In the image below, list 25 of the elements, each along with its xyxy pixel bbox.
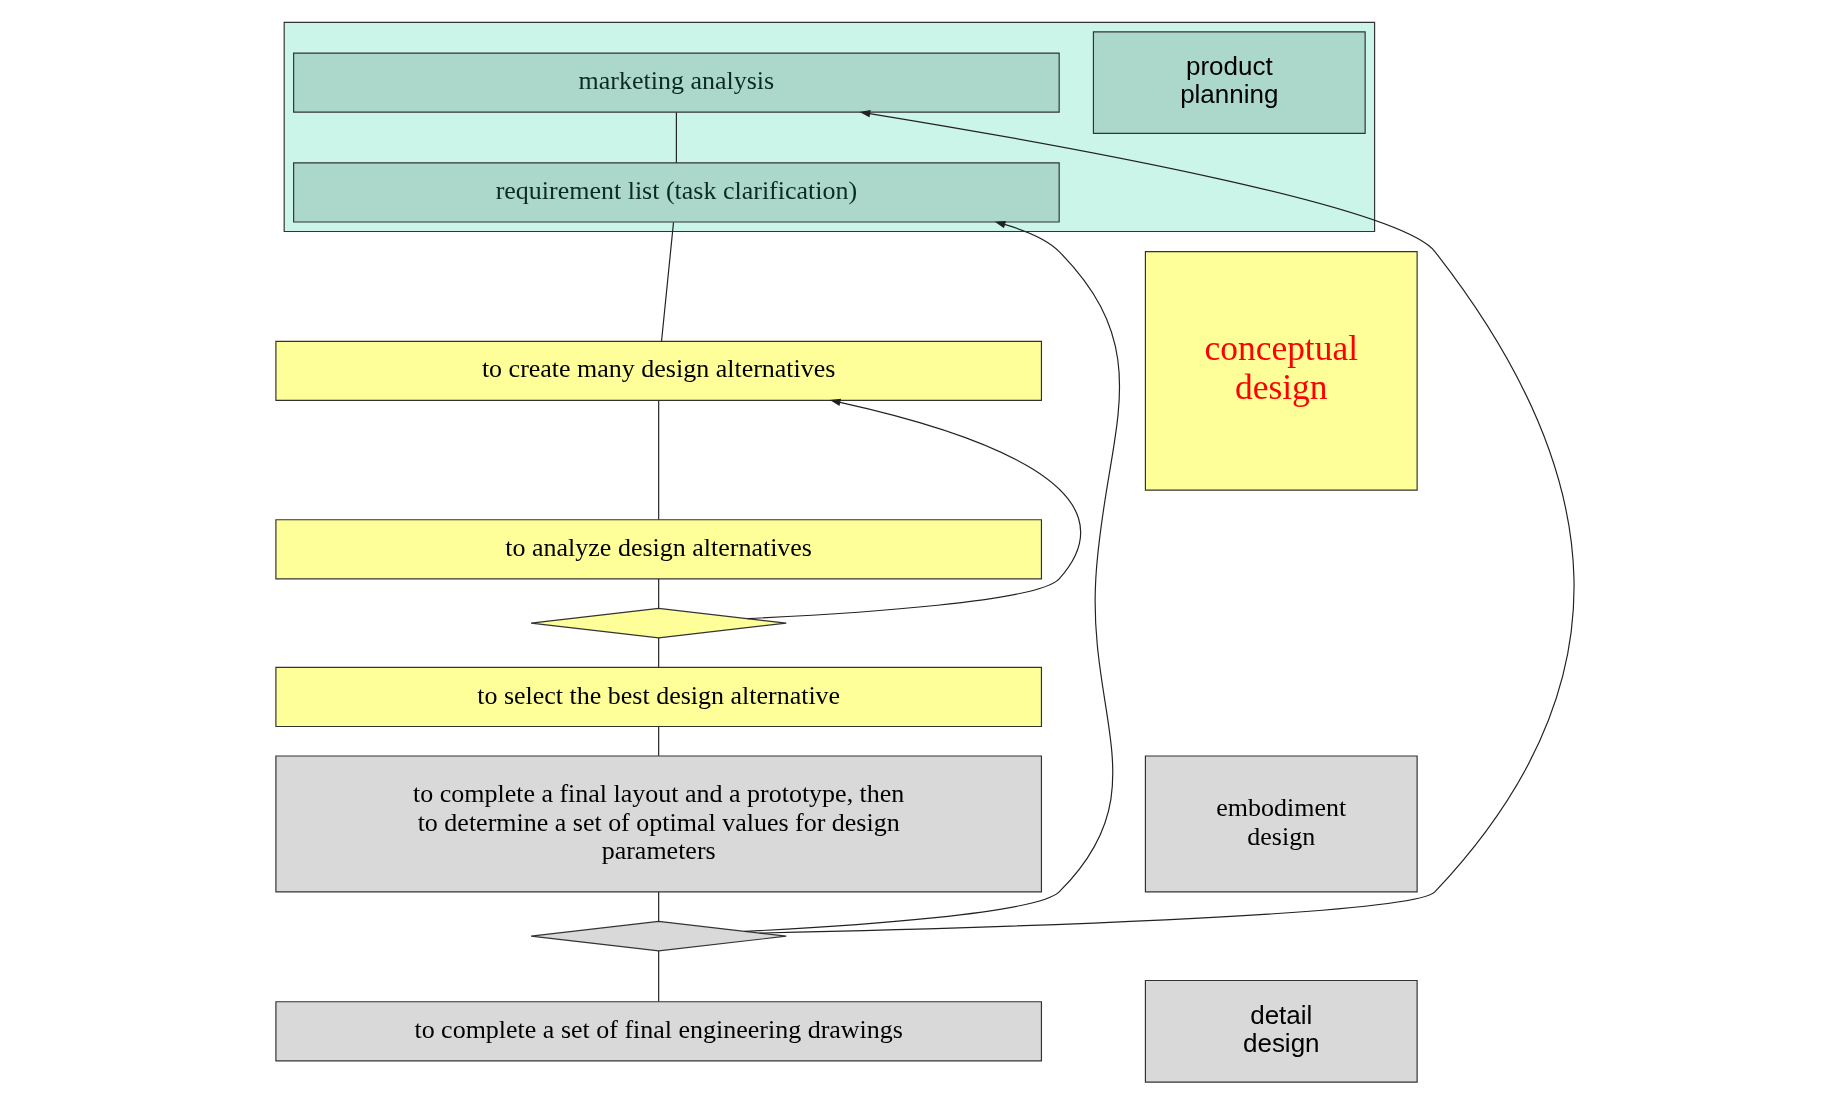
- connector: [657, 637, 659, 668]
- node-box: product planning: [1092, 31, 1366, 134]
- node-diamond: [530, 920, 787, 952]
- node-box: detail design: [1144, 979, 1418, 1083]
- node-box: to select the best design alternative: [274, 666, 1042, 728]
- connector: [657, 891, 659, 922]
- connector: [657, 726, 659, 757]
- node-box: requirement list (task clarification): [292, 162, 1060, 223]
- arrow: [743, 220, 1120, 932]
- connector: [675, 112, 677, 164]
- connector: [657, 400, 659, 520]
- node-box: to complete a set of final engineering drawings: [274, 1001, 1042, 1062]
- node-box: marketing analysis: [292, 52, 1060, 113]
- node-box: embodiment design: [1144, 755, 1418, 893]
- node-box: to complete a final layout and a prototype, then to determine a set of optimal values for design parameters: [274, 755, 1042, 893]
- node-box: to create many design alternatives: [274, 340, 1042, 401]
- node-diamond: [530, 607, 787, 639]
- arrow: [758, 109, 1575, 934]
- node-box: conceptual design: [1144, 250, 1418, 491]
- connector: [657, 950, 659, 1002]
- node-box: to analyze design alternatives: [274, 519, 1042, 580]
- connector: [657, 578, 659, 609]
- cluster: [283, 21, 1375, 233]
- connector: [660, 221, 674, 342]
- arrow: [746, 398, 1081, 620]
